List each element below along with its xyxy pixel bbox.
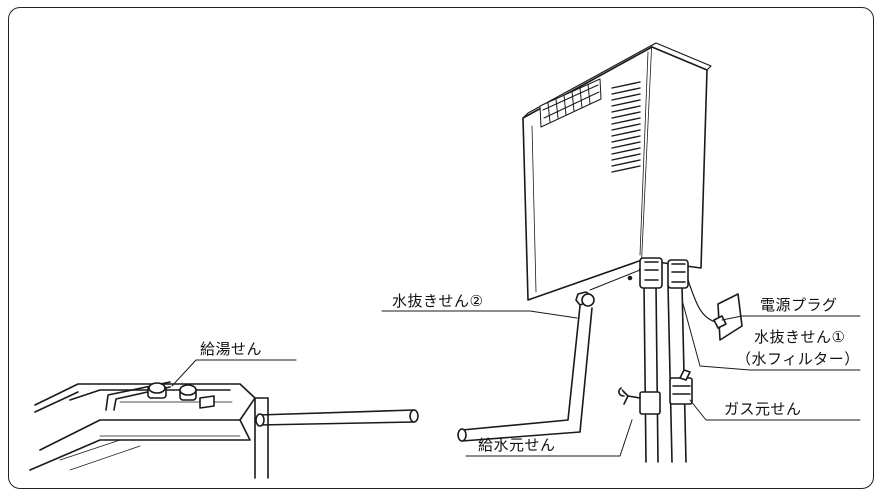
power-cord <box>687 279 743 341</box>
power-plug-label: 電源プラグ <box>760 296 838 314</box>
water-heater-unit <box>522 42 712 301</box>
front-vent-grille <box>539 78 602 128</box>
drain-valve-1-label: 水抜きせん① <box>754 328 846 346</box>
water-supply-valve-label: 給水元せん <box>478 436 556 454</box>
water-supply-valve <box>618 387 661 415</box>
drain-pipe <box>457 291 595 442</box>
side-vent-grille <box>611 81 641 173</box>
gas-valve-label: ガス元せん <box>724 400 802 418</box>
water-filter-label: （水フィルター） <box>736 350 860 368</box>
supply-pipe <box>255 409 419 427</box>
gas-valve <box>669 369 693 405</box>
vertical-pipes <box>618 257 693 463</box>
hot-water-tap <box>105 381 215 411</box>
drain-valve-2-label: 水抜きせん② <box>392 292 484 310</box>
leader-lines <box>171 299 861 457</box>
diagram-frame <box>8 7 874 489</box>
hot-water-tap-label: 給湯せん <box>200 340 263 358</box>
sink-counter <box>29 383 269 479</box>
